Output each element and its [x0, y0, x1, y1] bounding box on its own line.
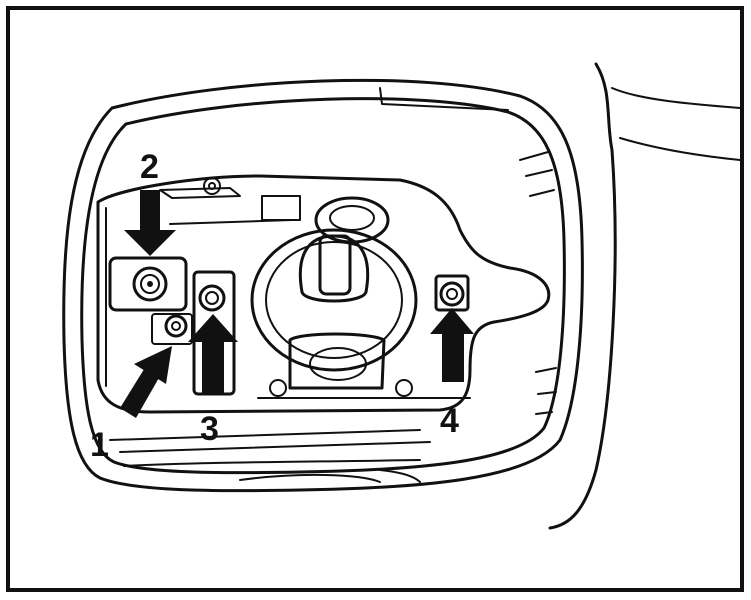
callout-label-3: 3: [200, 410, 219, 448]
top-stud: [203, 177, 221, 195]
mounting-plate: [96, 174, 551, 483]
console-surround: [548, 62, 741, 530]
callout-label-1: 1: [90, 426, 109, 464]
shift-lever-assembly: [250, 196, 471, 399]
arrow-2: [124, 190, 176, 256]
bolt-2-bracket: [108, 256, 188, 312]
bolt-4-mount: [434, 274, 470, 312]
arrow-3: [188, 314, 238, 394]
picture-frame: [6, 6, 744, 592]
bolt-1-stud: [151, 313, 193, 345]
arrow-4: [430, 308, 474, 382]
arrow-1: [120, 346, 172, 418]
callout-label-4: 4: [440, 402, 459, 440]
callout-label-2: 2: [140, 148, 159, 186]
console-opening: [62, 78, 584, 493]
